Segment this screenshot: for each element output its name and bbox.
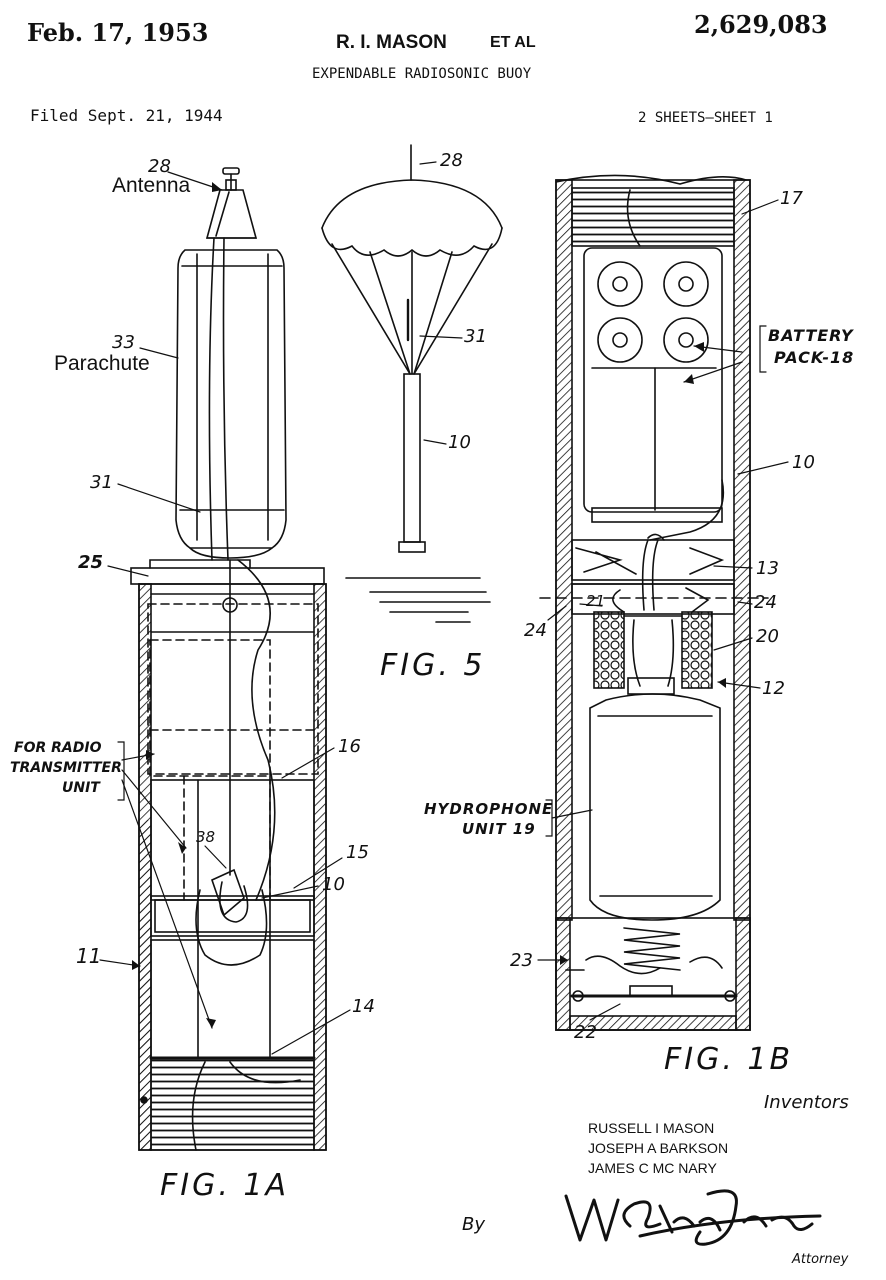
fig1a-ref-38: 38 (196, 828, 216, 846)
fig1b-ref-20: 20 (756, 626, 779, 647)
inventor-line: R. I. MASON (336, 32, 447, 53)
fig1a-drawing (130, 167, 327, 1151)
fig1b-ref-23: 23 (510, 950, 533, 971)
fig5-drawing (321, 144, 503, 623)
fig1b-ref-21: 21 (586, 592, 606, 610)
parachute-label: Parachute (54, 352, 150, 375)
antenna-label: Antenna (112, 174, 191, 197)
fig5-ref-10: 10 (448, 432, 471, 453)
inventors-label: Inventors (764, 1092, 849, 1113)
fig1b-ref-24-left: 24 (524, 620, 547, 641)
sheet-count: 2 SHEETS—SHEET 1 (638, 110, 773, 126)
hydrophone-label-line2: UNIT 19 (462, 820, 536, 838)
fig1a-ref-10: 10 (322, 874, 345, 895)
fig1a-ref-15: 15 (346, 842, 369, 863)
fig1b-ref-22: 22 (574, 1022, 597, 1043)
fig1a-ref-28: 28 (148, 156, 171, 177)
battery-label-line1: BATTERY (768, 326, 854, 345)
inventor-name-2: JOSEPH A BARKSON (588, 1140, 729, 1156)
patent-number: 2,629,083 (694, 10, 828, 39)
radio-label-line1: FOR RADIO (14, 740, 102, 756)
fig1a-caption: FIG. 1A (160, 1168, 290, 1203)
inventor-name-1: RUSSELL I MASON (588, 1120, 715, 1136)
fig1b-ref-24-right: 24 (754, 592, 777, 613)
patent-date: Feb. 17, 1953 (27, 18, 209, 47)
fig5-ref-28: 28 (440, 150, 463, 171)
fig1b-ref-17: 17 (780, 188, 803, 209)
radio-label-line3: UNIT (62, 780, 100, 796)
fig1b-caption: FIG. 1B (664, 1042, 794, 1077)
fig1b-ref-13: 13 (756, 558, 779, 579)
arrowheads (132, 182, 726, 1028)
fig1a-ref-14: 14 (352, 996, 375, 1017)
fig5-caption: FIG. 5 (380, 648, 486, 683)
fig1a-ref-25: 25 (78, 552, 104, 573)
battery-label-line2: PACK-18 (774, 348, 855, 367)
by-label: By (462, 1214, 486, 1235)
fig1a-ref-16: 16 (338, 736, 361, 757)
attorney-label: Attorney (792, 1252, 849, 1267)
attorney-signature (564, 1189, 822, 1246)
hydrophone-label-line1: HYDROPHONE (424, 800, 554, 818)
fig1b-leaders (537, 199, 789, 1021)
fig1a-ref-11: 11 (76, 944, 102, 968)
fig5-ref-31: 31 (464, 326, 487, 347)
fig1a-ref-31: 31 (90, 472, 113, 493)
fig1b-drawing (539, 174, 769, 1031)
radio-label-line2: TRANSMITTER (10, 760, 122, 776)
et-al: ET AL (490, 34, 536, 51)
filed-date: Filed Sept. 21, 1944 (30, 106, 223, 125)
inventor-name-3: JAMES C MC NARY (588, 1160, 717, 1176)
fig1a-leaders (99, 171, 351, 1055)
fig1b-ref-12: 12 (762, 678, 785, 699)
fig1a-ref-33: 33 (112, 332, 135, 353)
fig1b-ref-10: 10 (792, 452, 815, 473)
patent-title: EXPENDABLE RADIOSONIC BUOY (312, 66, 532, 82)
